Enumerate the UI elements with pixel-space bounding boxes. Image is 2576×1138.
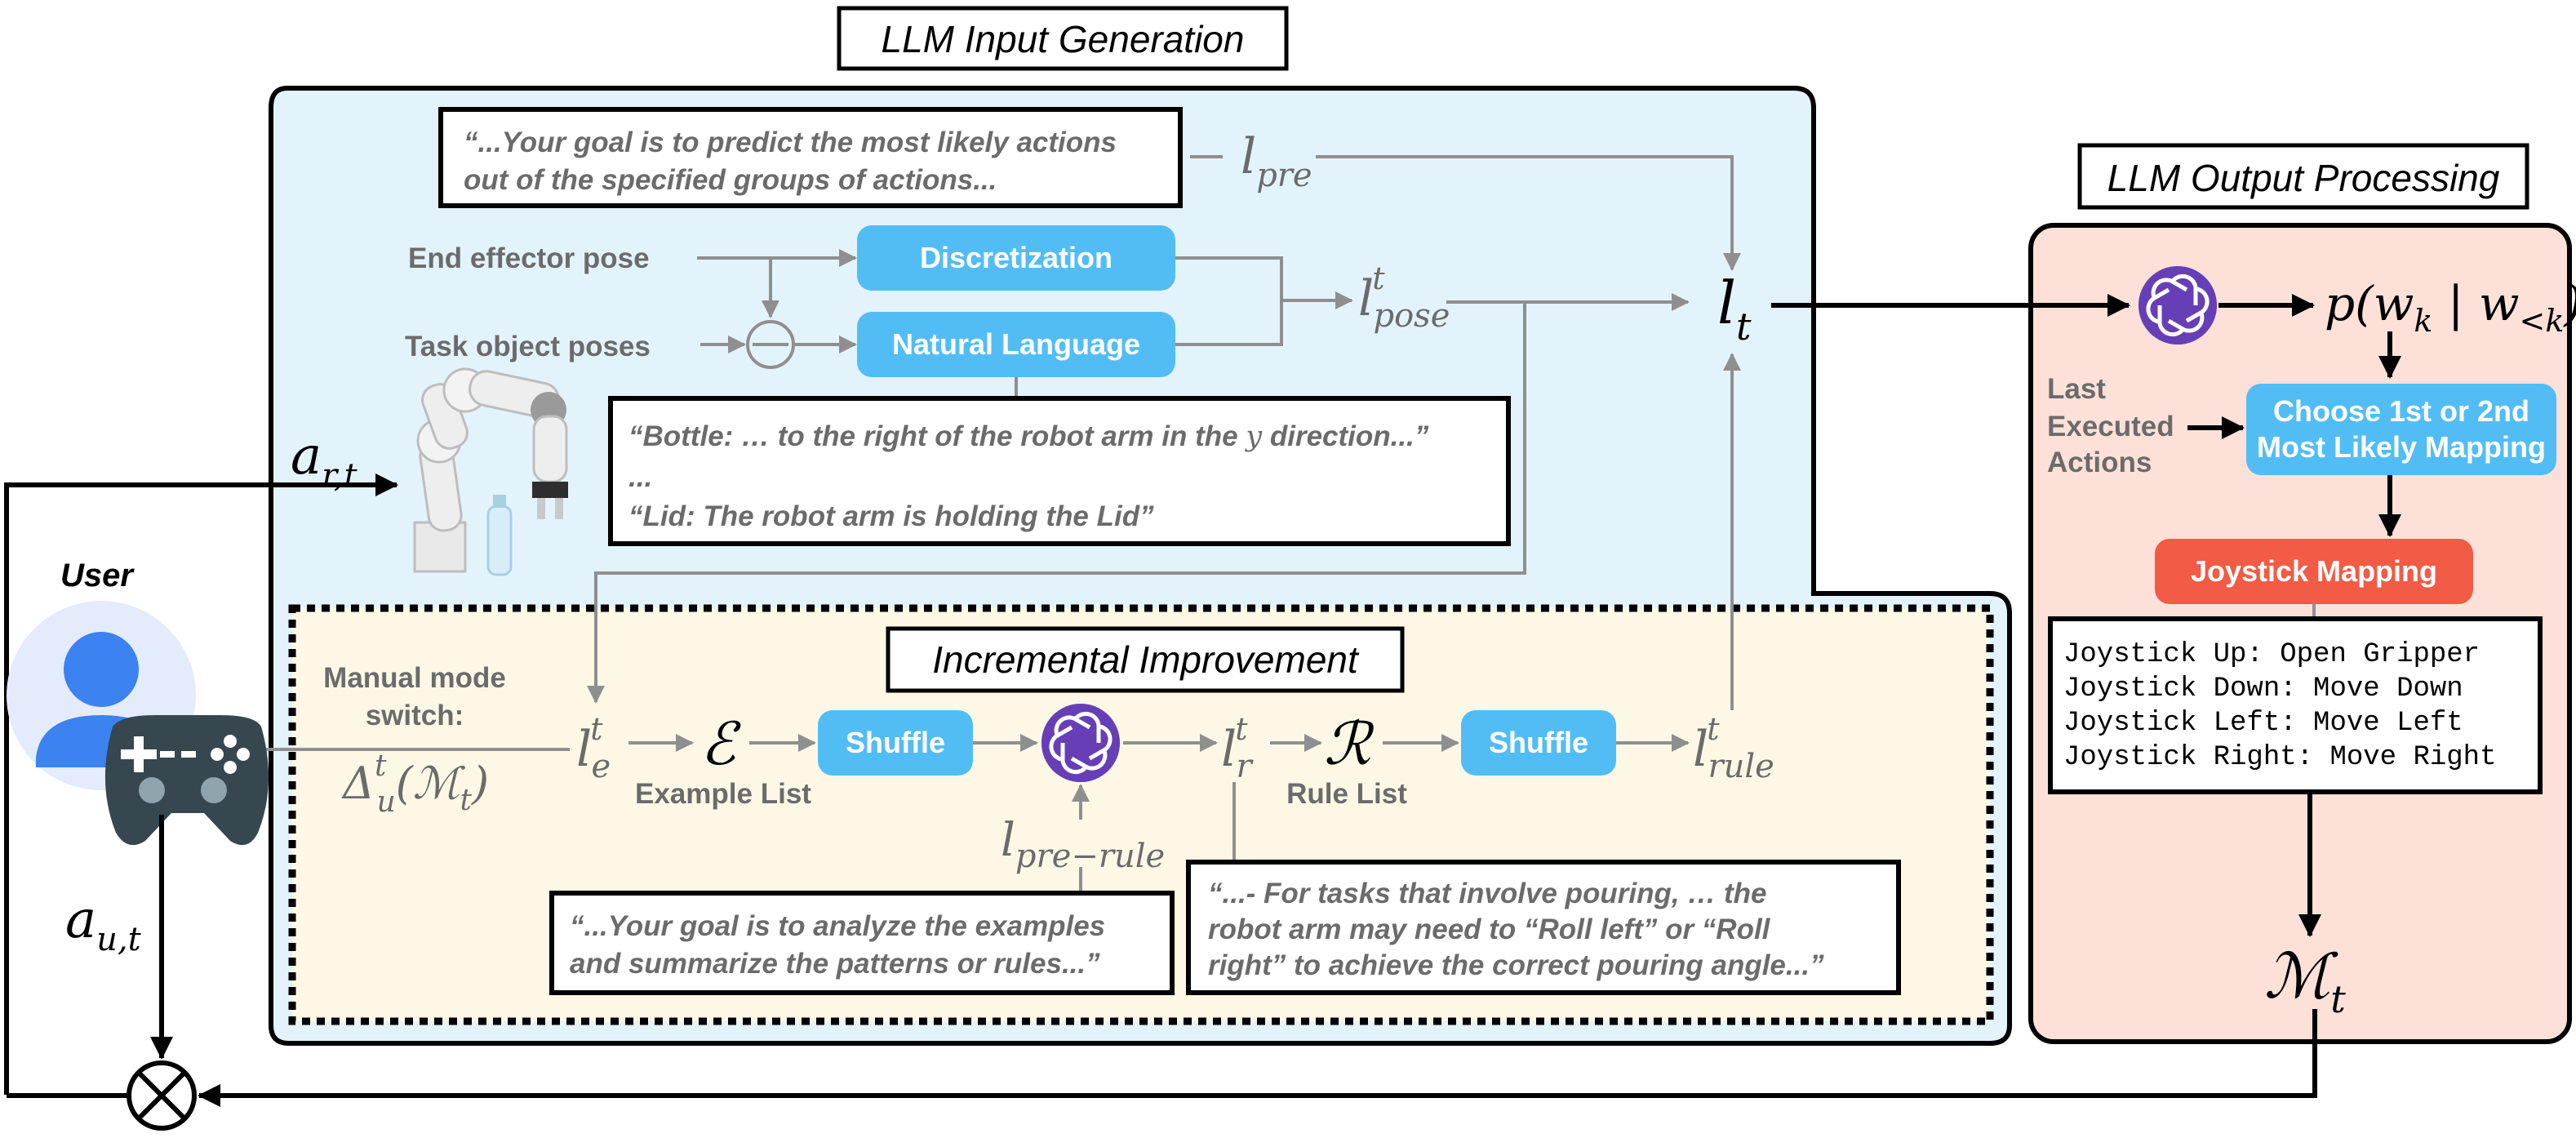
discretization-box: Discretization <box>857 225 1175 291</box>
blend-operator-icon <box>127 1060 197 1131</box>
rule-prompt-line1: “...- For tasks that involve pouring, … … <box>1208 878 1767 909</box>
pose-prompt-box: “Bottle: … to the right of the robot arm… <box>608 396 1511 546</box>
pre-to-lt-arrow <box>1316 155 1741 271</box>
shuffle-label-2: Shuffle <box>1489 726 1588 759</box>
last-executed-line3: Actions <box>2047 447 2152 478</box>
rule-prompt-line2: robot arm may need to “Roll left” or “Ro… <box>1208 914 1771 945</box>
mapping-table: Joystick Up: Open Gripper Joystick Down:… <box>2048 616 2543 794</box>
rule-prompt-line3: right” to achieve the correct pouring an… <box>1208 949 1824 981</box>
natural-language-box: Natural Language <box>857 312 1175 377</box>
rule-list-symbol: ℛ <box>1324 709 1375 778</box>
l-t-symbol: lt <box>1717 269 1752 349</box>
joystick-mapping-box: Joystick Mapping <box>2155 539 2473 604</box>
output-processing-title: LLM Output Processing <box>2077 143 2529 210</box>
feedback-to-robot-arrow <box>4 473 398 1095</box>
mapping-row: Joystick Right: Move Right <box>2063 742 2497 773</box>
shuffle-label-1: Shuffle <box>846 726 945 759</box>
example-list-symbol: ℰ <box>700 709 741 778</box>
input-generation-title: LLM Input Generation <box>837 6 1289 71</box>
last-executed-line2: Executed <box>2047 411 2174 442</box>
lpose-to-le-arrow <box>587 302 1526 704</box>
shuffle-box-2: Shuffle <box>1461 710 1616 776</box>
pre-prompt-line1: “...Your goal is to predict the most lik… <box>464 127 1117 158</box>
mapping-row: Joystick Down: Move Down <box>2063 673 2463 705</box>
rule-prompt-box: “...- For tasks that involve pouring, … … <box>1186 860 1901 995</box>
last-executed-line1: Last <box>2047 373 2106 405</box>
pose-prompt-line1: “Bottle: … to the right of the robot arm… <box>628 420 1429 453</box>
task-objects-label: Task object poses <box>405 331 651 362</box>
l-pre-symbol: lpre <box>1241 128 1312 194</box>
probability-symbol: p(wk | w<k) <box>2325 276 2576 339</box>
natural-language-label: Natural Language <box>892 327 1140 361</box>
robot-arm-icon <box>413 367 568 576</box>
llm-icon-output <box>2139 266 2217 345</box>
rule-pre-prompt-box: “...Your goal is to analyze the examples… <box>549 891 1175 995</box>
pose-prompt-line2: ... <box>628 461 652 493</box>
rule-list-label: Rule List <box>1286 778 1407 810</box>
gamepad-icon <box>104 715 269 846</box>
end-effector-label: End effector pose <box>408 242 650 274</box>
l-pre-rule-symbol: lpre−rule <box>1001 814 1165 875</box>
pre-prompt-line2: out of the specified groups of actions..… <box>464 164 997 196</box>
mapping-row: Joystick Up: Open Gripper <box>2063 639 2480 670</box>
llm-icon-incremental <box>1042 704 1120 782</box>
rule-pre-prompt-line2: and summarize the patterns or rules...” <box>570 948 1100 980</box>
a-r-symbol: ar,t <box>291 426 358 495</box>
pre-prompt-box: “...Your goal is to predict the most lik… <box>438 107 1183 208</box>
choose-mapping-box: Choose 1st or 2nd Most Likely Mapping <box>2246 384 2556 475</box>
manual-switch-line1: Manual mode <box>323 662 506 694</box>
choose-line2: Most Likely Mapping <box>2257 430 2546 464</box>
joystick-mapping-label: Joystick Mapping <box>2191 554 2437 588</box>
mapping-symbol: ℳt <box>2264 940 2346 1021</box>
shuffle-box-1: Shuffle <box>818 710 973 776</box>
input-generation-title-text: LLM Input Generation <box>882 18 1245 60</box>
rule-pre-prompt-line1: “...Your goal is to analyze the examples <box>570 910 1105 942</box>
incremental-title-text: Incremental Improvement <box>932 638 1360 681</box>
mapping-to-mixer-arrow <box>198 1009 2317 1107</box>
discretization-label: Discretization <box>920 241 1113 274</box>
choose-line1: Choose 1st or 2nd <box>2273 394 2529 428</box>
user-label: User <box>60 558 135 593</box>
pose-prompt-line3: “Lid: The robot arm is holding the Lid” <box>628 500 1154 532</box>
example-list-label: Example List <box>635 778 811 810</box>
incremental-title: Incremental Improvement <box>886 626 1405 693</box>
output-processing-title-text: LLM Output Processing <box>2107 157 2500 199</box>
manual-switch-line2: switch: <box>366 700 464 731</box>
mapping-row: Joystick Left: Move Left <box>2063 708 2463 739</box>
a-u-symbol: au,t <box>65 890 142 958</box>
